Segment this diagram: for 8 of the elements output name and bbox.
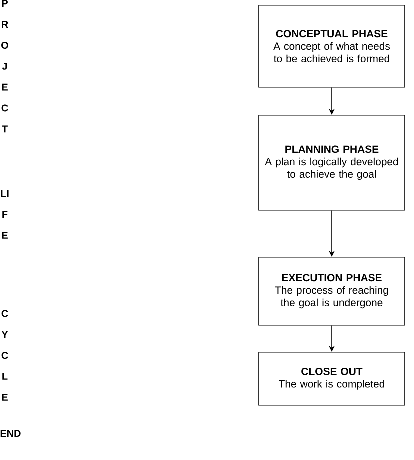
process-box: PLANNING PHASE A plan is logically developed to achieve the goal xyxy=(258,115,406,211)
process-box: CLOSE OUT The work is completed xyxy=(258,352,406,406)
vertical-label: CYCLE xyxy=(2,310,8,401)
process-box: EXECUTION PHASE The process of reaching the goal is undergone xyxy=(258,257,406,326)
vertical-label: PROJECT xyxy=(2,0,8,133)
vertical-label: LIFE xyxy=(1,190,9,239)
end-label: END xyxy=(0,430,21,438)
process-box: CONCEPTUAL PHASE A concept of what needs to be achieved is formed xyxy=(258,5,406,88)
